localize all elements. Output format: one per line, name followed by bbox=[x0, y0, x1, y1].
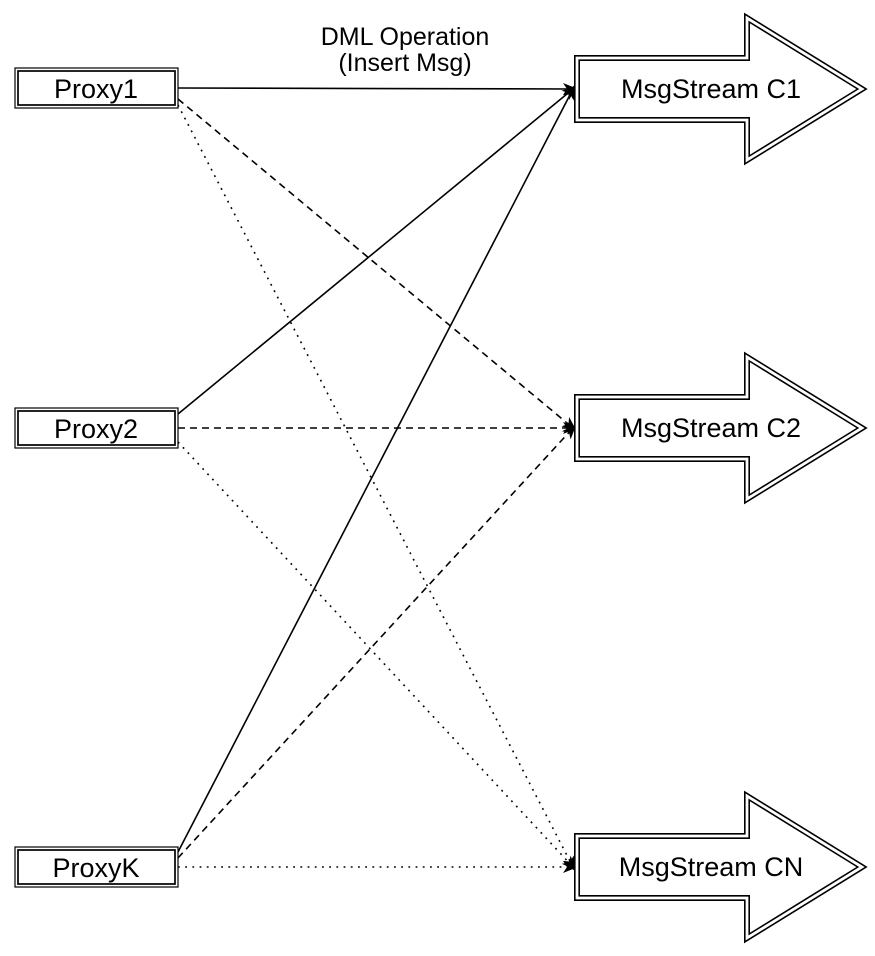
proxyk-label: ProxyK bbox=[52, 853, 139, 883]
proxy1-node: Proxy1 bbox=[14, 67, 179, 109]
dml-operation-label-line1: DML Operation bbox=[321, 23, 490, 51]
proxy2-node: Proxy2 bbox=[14, 407, 179, 449]
stream-cn-label: MsgStream CN bbox=[619, 852, 804, 882]
edges bbox=[177, 82, 578, 873]
edge-proxy1-to-c2 bbox=[177, 98, 577, 432]
proxy2-box-inner bbox=[17, 410, 176, 446]
proxy1-label: Proxy1 bbox=[54, 74, 138, 104]
edge-proxy2-to-cn bbox=[177, 441, 577, 871]
edge-proxy1-to-c1 bbox=[177, 82, 578, 95]
proxy2-label: Proxy2 bbox=[54, 414, 138, 444]
stream-c1-node: MsgStream C1 bbox=[574, 12, 868, 166]
edge-proxy2-to-c1 bbox=[177, 85, 577, 415]
stream-c1-arrow-inner-line bbox=[575, 15, 865, 163]
edge-proxyk-to-c2 bbox=[177, 424, 577, 859]
proxyk-node: ProxyK bbox=[14, 846, 179, 888]
stream-c1-label: MsgStream C1 bbox=[621, 74, 801, 104]
stream-cn-arrow-inner-line bbox=[575, 793, 865, 941]
stream-cn-node: MsgStream CN bbox=[574, 790, 868, 944]
edge-label-dml-operation: DML Operation (Insert Msg) bbox=[321, 23, 490, 77]
stream-c2-arrow-inner-line bbox=[575, 354, 865, 502]
edge-proxyk-to-c1 bbox=[177, 84, 576, 853]
dml-operation-label-line2: (Insert Msg) bbox=[338, 49, 471, 77]
proxyk-box-inner bbox=[17, 849, 176, 885]
stream-c2-label: MsgStream C2 bbox=[621, 413, 801, 443]
proxy1-box-inner bbox=[17, 70, 176, 106]
edge-proxy1-to-cn bbox=[177, 104, 576, 872]
stream-c2-node: MsgStream C2 bbox=[574, 351, 868, 505]
